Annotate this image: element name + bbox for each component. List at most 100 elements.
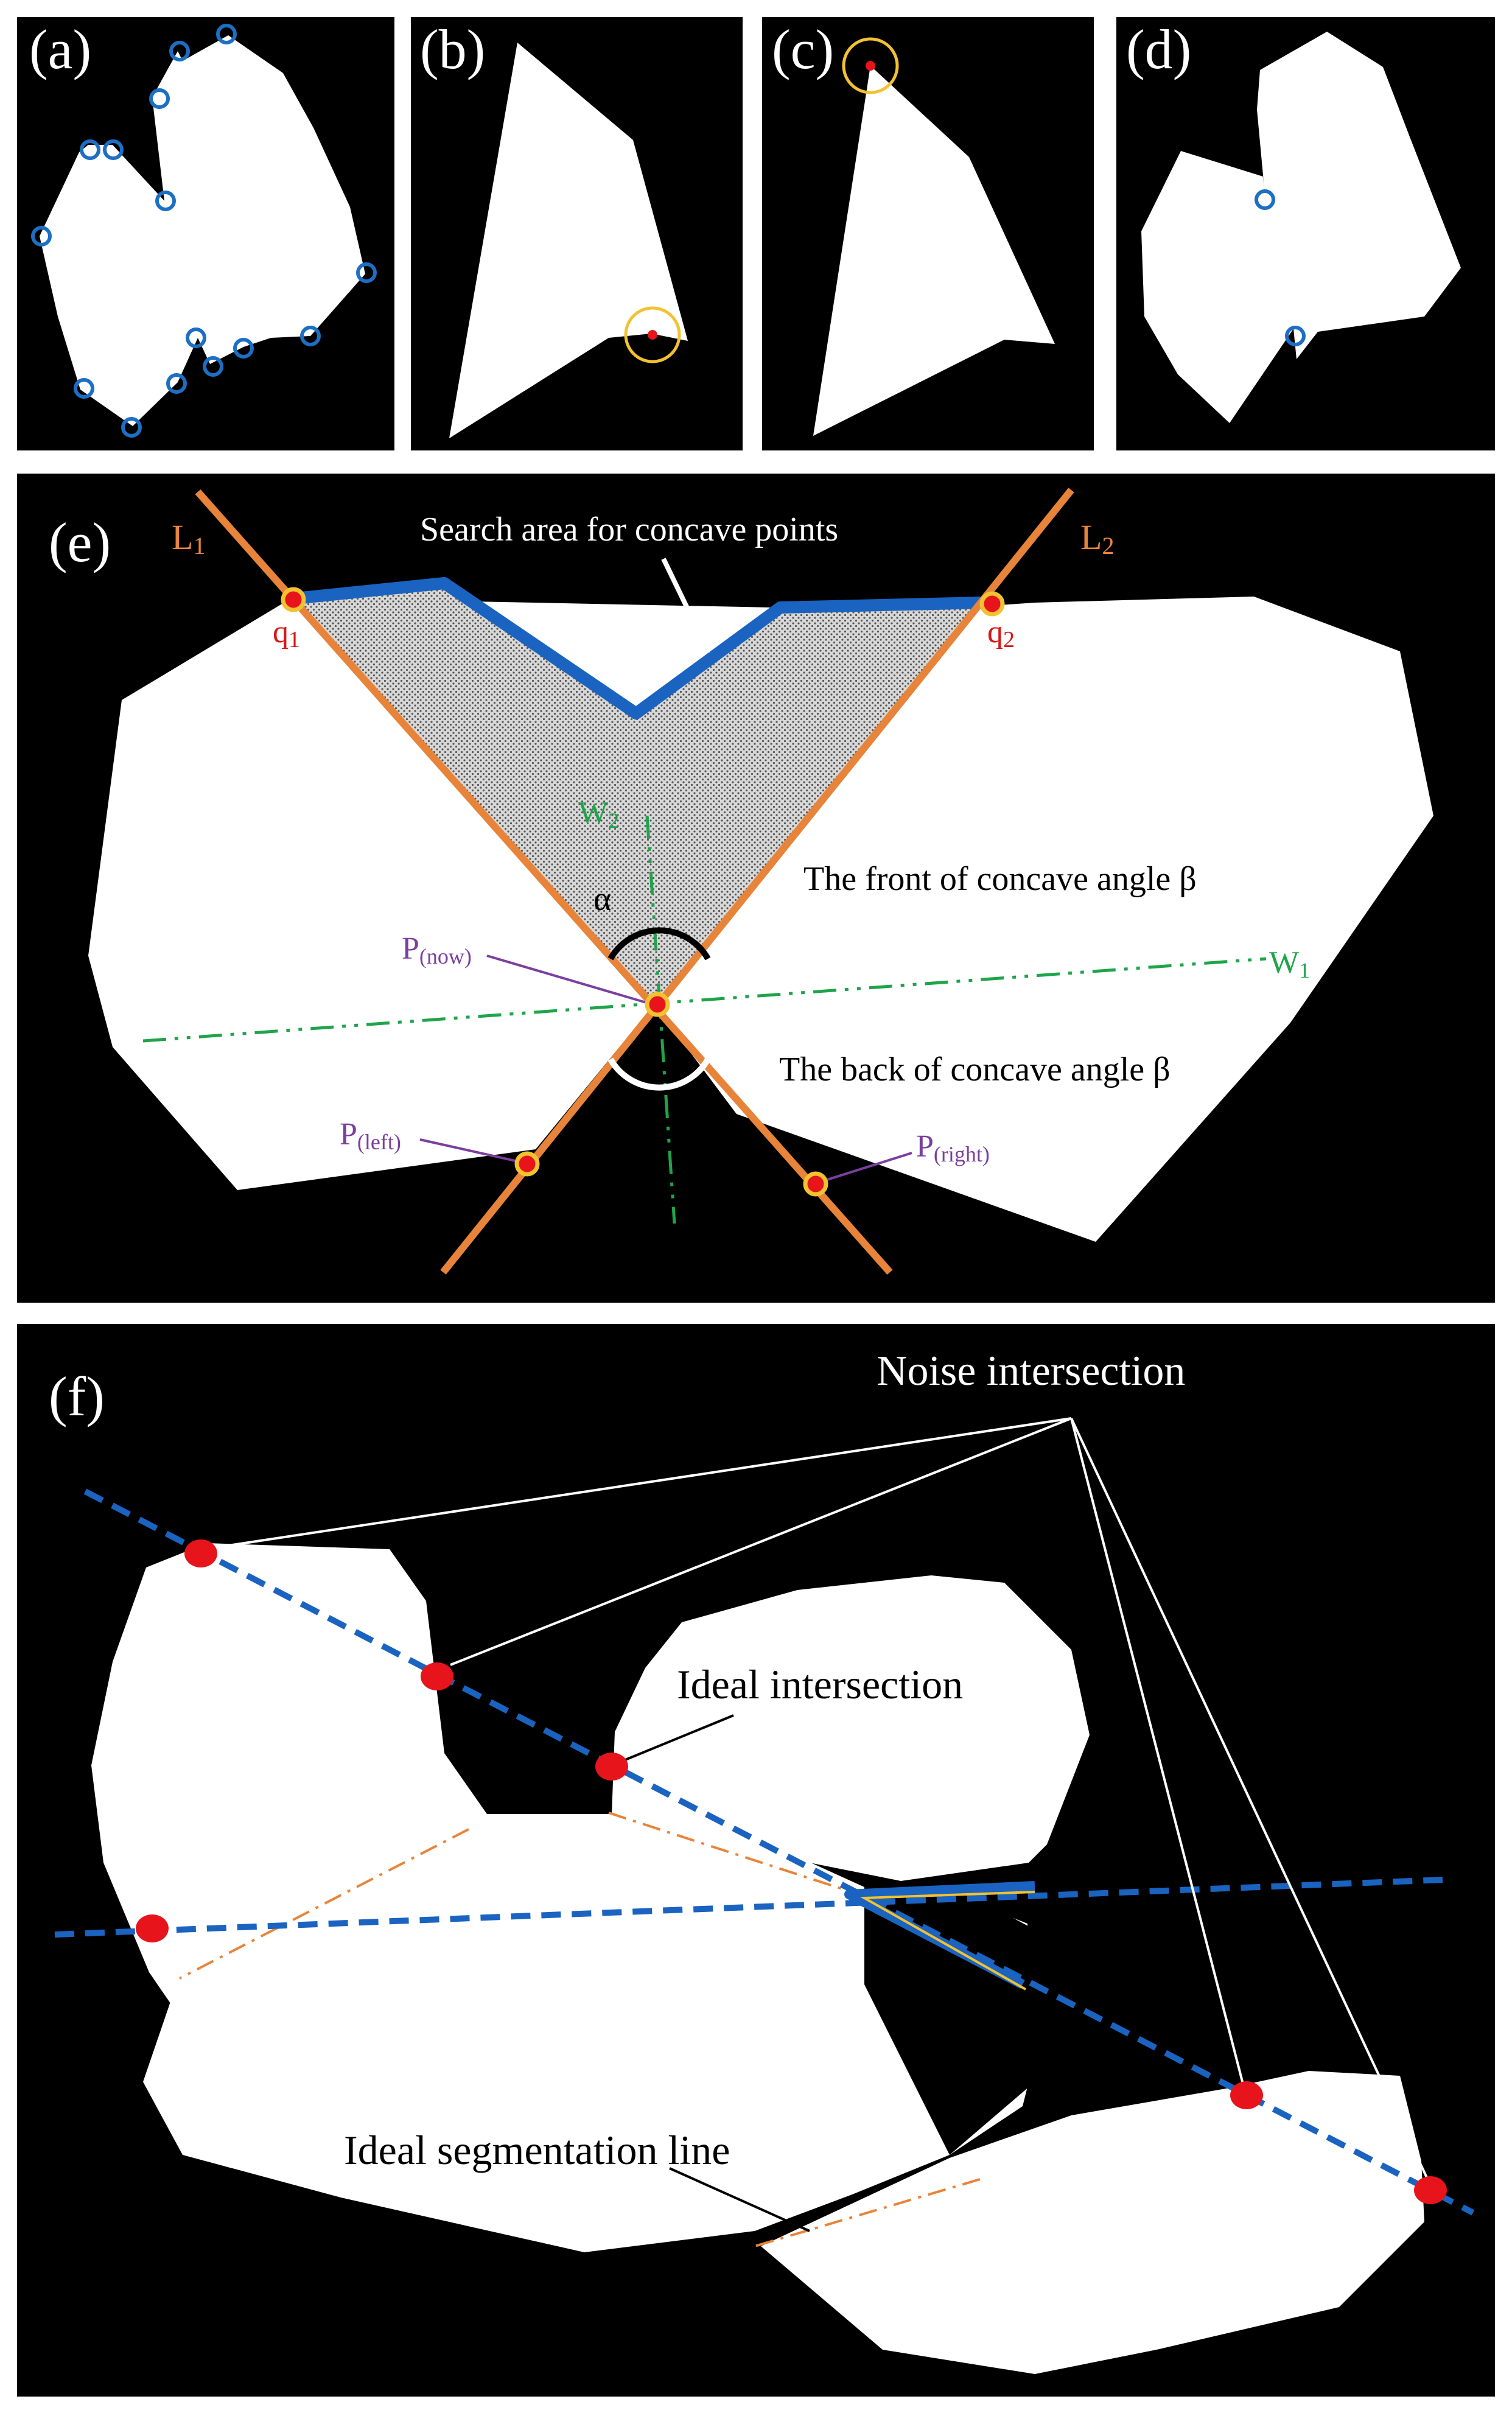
panel-a-shape <box>40 35 365 426</box>
label-p-right: P(right) <box>916 1129 990 1166</box>
marker-circle <box>300 326 321 346</box>
concave-point <box>648 330 657 340</box>
panel-e-shape <box>88 597 1433 1242</box>
axis-w2-line <box>645 815 676 1224</box>
marker-circle <box>1255 189 1275 210</box>
point-p-left <box>514 1151 540 1177</box>
ideal-intersection-point <box>595 1753 628 1781</box>
panel-d-label: (d) <box>1126 18 1191 80</box>
marker-circle <box>149 88 170 109</box>
point-q1 <box>281 587 306 612</box>
marker-circle <box>166 373 187 394</box>
marker-circle <box>233 338 254 359</box>
panel-c-shape <box>813 66 1055 436</box>
panel-f-gap-region <box>864 1887 1035 2155</box>
label-l1-main: L <box>172 517 193 557</box>
line-l1 <box>195 489 893 1275</box>
label-q1: q1 <box>273 615 300 653</box>
panel-d: (d) <box>1116 17 1495 450</box>
p-right-leader <box>815 1152 912 1185</box>
concave-point-highlight <box>842 37 899 94</box>
marker-circle <box>155 191 176 211</box>
panel-b-label: (b) <box>420 18 485 80</box>
label-l1: L1 <box>172 517 205 559</box>
noise-leader <box>1070 1418 1246 2092</box>
marker-circle <box>356 262 377 283</box>
label-p-now: P(now) <box>402 931 472 968</box>
label-ideal-intersection: Ideal intersection <box>677 1661 963 1707</box>
marker-circle <box>186 327 206 348</box>
label-q1-sub: 1 <box>289 627 300 653</box>
noise-leader <box>450 1417 1072 1666</box>
line-l2 <box>440 488 1074 1275</box>
panel-c: (c) <box>762 17 1094 450</box>
panel-b: (b) <box>411 17 743 450</box>
noise-intersection-point <box>184 1539 217 1567</box>
search-area-arrowhead <box>687 626 710 653</box>
concave-point <box>866 61 875 71</box>
label-p-now-sub: (now) <box>419 944 472 968</box>
panel-a-concave-markers <box>31 24 377 438</box>
label-search-area: Search area for concave points <box>420 511 838 548</box>
search-area-arrow <box>661 558 701 633</box>
noise-leader <box>1070 1418 1432 2186</box>
concave-contour-outline <box>859 1891 1035 1991</box>
marker-circle <box>216 24 237 44</box>
panel-f-shape-bottom-right <box>761 2071 1424 2374</box>
point-p-right <box>803 1171 828 1197</box>
axis-w1-line <box>142 957 1267 1043</box>
angle-beta-arc <box>607 1057 711 1091</box>
marker-circle <box>121 417 142 438</box>
angle-alpha-arc <box>607 927 711 961</box>
label-q2-sub: 2 <box>1003 627 1015 653</box>
panel-b-shape <box>449 43 688 438</box>
panel-f-label: (f) <box>49 1365 105 1427</box>
noise-leader <box>203 1417 1072 1550</box>
point-q2 <box>979 591 1005 617</box>
panel-e: (e) L1 L2 q1 q2 Search area for concave … <box>17 474 1495 1303</box>
p-now-leader <box>486 954 649 1004</box>
label-l2-main: L <box>1080 517 1102 557</box>
panel-e-key-points <box>281 587 1005 1197</box>
noise-intersection-point <box>136 1914 169 1942</box>
point-p-now <box>645 992 670 1017</box>
label-w1-main: W <box>1269 945 1299 980</box>
panel-f-intersection-points <box>136 1539 1447 2204</box>
panel-a-label: (a) <box>29 18 91 80</box>
noise-intersection-point <box>421 1662 453 1690</box>
search-area-contour <box>294 577 984 720</box>
marker-circle <box>74 378 94 399</box>
label-l2: L2 <box>1080 517 1114 559</box>
search-area-region <box>293 584 983 1004</box>
panel-c-label: (c) <box>772 18 834 80</box>
ideal-intersection-leader <box>614 1714 734 1765</box>
noise-intersection-point <box>1414 2176 1447 2204</box>
label-ideal-segmentation-line: Ideal segmentation line <box>344 2127 730 2173</box>
panel-f-shape-top-left <box>91 1543 1090 2021</box>
label-q1-main: q <box>273 615 289 650</box>
concave-point-highlight <box>624 306 681 363</box>
panel-f: (f) Noise intersection Ideal intersectio… <box>17 1324 1495 2397</box>
marker-circle <box>31 226 52 247</box>
ideal-segmentation-leader <box>669 2167 810 2232</box>
label-w2-main: W <box>578 796 608 830</box>
marker-circle <box>203 356 223 377</box>
p-left-leader <box>419 1138 524 1164</box>
marker-circle <box>103 139 124 160</box>
panel-d-shape <box>1141 32 1461 423</box>
label-p-right-sub: (right) <box>934 1142 990 1166</box>
panel-a: (a) <box>17 17 394 450</box>
label-p-left-main: P <box>340 1117 357 1152</box>
label-back-concave: The back of concave angle β <box>779 1051 1171 1088</box>
ideal-segmentation-line-2 <box>608 1812 856 1894</box>
label-q2-main: q <box>987 615 1003 650</box>
blue-dashed-line-horizontal <box>54 1877 1443 1938</box>
label-p-now-main: P <box>402 931 419 966</box>
label-w1-sub: 1 <box>1299 958 1310 982</box>
label-beta: β <box>609 1096 626 1134</box>
label-l2-sub: 2 <box>1102 532 1114 559</box>
label-w2-sub: 2 <box>608 808 619 833</box>
label-noise-intersection: Noise intersection <box>877 1348 1185 1395</box>
marker-circle <box>80 139 100 160</box>
